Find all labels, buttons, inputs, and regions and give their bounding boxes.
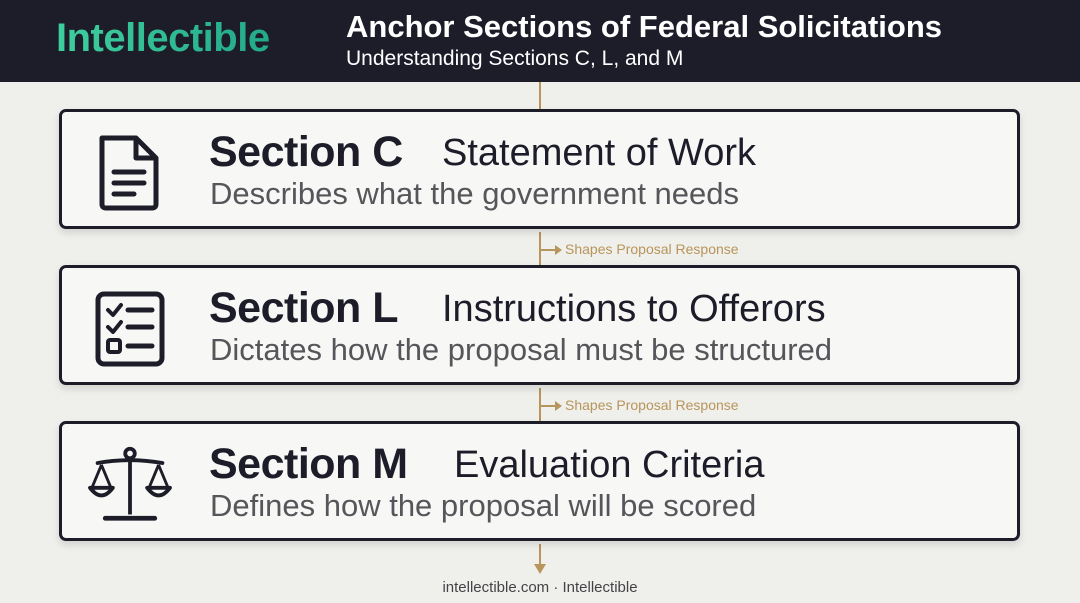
page-subtitle: Understanding Sections C, L, and M [346,47,684,70]
arrow-right-icon [540,245,562,255]
flow-line [539,544,541,566]
flow-line [539,388,541,421]
section-heading: Evaluation Criteria [454,444,765,486]
document-icon [99,135,159,211]
connector: Shapes Proposal Response [540,240,780,260]
brand-logo: Intellectible [56,16,270,60]
header-bar: Intellectible Anchor Sections of Federal… [0,0,1080,82]
section-heading: Statement of Work [442,132,756,174]
section-description: Describes what the government needs [210,176,740,211]
section-name: Section L [209,284,399,332]
scales-icon [88,446,172,521]
section-description: Dictates how the proposal must be struct… [210,332,833,367]
section-name: Section M [209,440,408,488]
section-description: Defines how the proposal will be scored [210,488,757,523]
arrow-right-icon [540,401,562,411]
checklist-icon [95,291,165,367]
footer-text: intellectible.com · Intellectible [442,579,638,596]
connector-label: Shapes Proposal Response [565,241,739,257]
flow-line [539,82,541,109]
section-heading: Instructions to Offerors [442,288,826,330]
connector: Shapes Proposal Response [540,396,780,416]
connector-label: Shapes Proposal Response [565,397,739,413]
section-l-card: Section L Instructions to Offerors Dicta… [59,265,1020,385]
page-title: Anchor Sections of Federal Solicitations [346,9,942,44]
flow-line [539,232,541,265]
arrow-down-icon [534,564,546,574]
section-c-card: Section C Statement of Work Describes wh… [59,109,1020,229]
section-name: Section C [209,128,403,176]
section-m-card: Section M Evaluation Criteria Defines ho… [59,421,1020,541]
